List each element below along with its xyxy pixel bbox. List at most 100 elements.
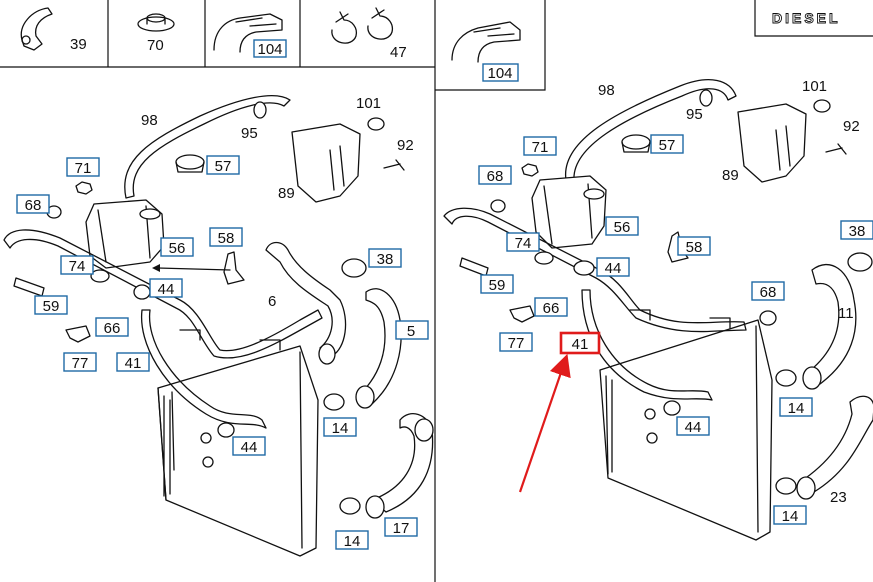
callout-right-89: 89 [722, 167, 739, 184]
svg-text:14: 14 [788, 400, 805, 417]
clip-77-right [509, 305, 535, 323]
callout-left-101: 101 [356, 95, 381, 112]
hose-6 [265, 241, 347, 357]
callout-right-11: 11 [838, 305, 854, 322]
callout-right-23: 23 [830, 489, 847, 506]
callout-left-14b[interactable]: 14 [335, 530, 369, 550]
reservoir-89-right [737, 103, 807, 183]
svg-text:68: 68 [487, 168, 504, 185]
callout-left-92: 92 [397, 137, 414, 154]
svg-text:57: 57 [215, 158, 232, 175]
callout-right-74[interactable]: 74 [506, 232, 540, 252]
svg-text:56: 56 [614, 219, 631, 236]
svg-text:38: 38 [377, 251, 394, 268]
thumbnail-box-104-right [482, 63, 519, 82]
callout-left-44b[interactable]: 44 [232, 436, 266, 456]
svg-text:14: 14 [344, 533, 361, 550]
callout-left-66[interactable]: 66 [95, 317, 129, 337]
callout-left-5[interactable]: 5 [395, 320, 429, 340]
callout-left-56[interactable]: 56 [160, 237, 194, 257]
svg-text:44: 44 [158, 281, 175, 298]
bolt-92 [383, 159, 405, 171]
nut-71 [75, 181, 93, 195]
svg-text:66: 66 [104, 320, 121, 337]
svg-text:44: 44 [605, 260, 622, 277]
thumbnail-clamps-47: 47 [331, 7, 407, 61]
callout-left-57[interactable]: 57 [206, 155, 240, 175]
clip-77 [65, 325, 91, 343]
expansion-tank-56-right [531, 175, 607, 249]
cap-57 [175, 154, 205, 170]
svg-text:38: 38 [849, 223, 866, 240]
hose-23 [799, 395, 873, 493]
callout-right-98: 98 [598, 82, 615, 99]
svg-text:77: 77 [508, 335, 525, 352]
callout-left-41[interactable]: 41 [116, 352, 150, 372]
callout-left-77[interactable]: 77 [63, 352, 97, 372]
callout-right-95: 95 [686, 106, 703, 123]
callout-right-14a[interactable]: 14 [779, 397, 813, 417]
callout-left-38[interactable]: 38 [368, 248, 402, 268]
svg-text:14: 14 [332, 420, 349, 437]
svg-text:14: 14 [782, 508, 799, 525]
svg-text:57: 57 [659, 137, 676, 154]
svg-text:59: 59 [43, 298, 60, 315]
callout-right-56[interactable]: 56 [605, 216, 639, 236]
highlight-arrow [518, 353, 571, 493]
callout-right-57[interactable]: 57 [650, 134, 684, 154]
callout-right-68a[interactable]: 68 [478, 165, 512, 185]
callout-right-44b[interactable]: 44 [676, 416, 710, 436]
callout-right-41-highlighted[interactable]: 41 [559, 331, 601, 355]
svg-text:74: 74 [515, 235, 532, 252]
thumbnail-label-104-right: 104 [487, 65, 512, 82]
thumbnail-box-104 [253, 39, 287, 58]
svg-text:66: 66 [543, 300, 560, 317]
callout-right-66[interactable]: 66 [534, 297, 568, 317]
callout-left-44a[interactable]: 44 [149, 278, 183, 298]
callout-right-58[interactable]: 58 [677, 236, 711, 256]
left-callouts: 98 95 101 92 89 71 57 68 56 58 38 74 44 … [16, 95, 429, 550]
callout-left-68[interactable]: 68 [16, 194, 50, 214]
callout-left-58[interactable]: 58 [209, 227, 243, 247]
overflow-hose-98 [124, 94, 291, 199]
svg-text:59: 59 [489, 277, 506, 294]
callout-left-98: 98 [141, 112, 158, 129]
callout-left-17[interactable]: 17 [384, 517, 418, 537]
callout-left-59[interactable]: 59 [34, 295, 68, 315]
sensor-58-right [667, 231, 689, 263]
svg-text:68: 68 [25, 197, 42, 214]
left-diagram-artwork [3, 94, 434, 557]
callout-right-38[interactable]: 38 [840, 220, 873, 240]
pipe-41 [3, 229, 323, 359]
svg-text:44: 44 [241, 439, 258, 456]
diesel-badge: DIESEL [772, 10, 841, 26]
callout-left-6: 6 [268, 293, 276, 310]
svg-text:17: 17 [393, 520, 410, 537]
thumbnail-bracket-104: 104 [213, 13, 287, 58]
callout-left-14a[interactable]: 14 [323, 417, 357, 437]
callout-right-68b[interactable]: 68 [751, 281, 785, 301]
thumbnail-clip-39: 39 [20, 7, 87, 53]
callout-left-89: 89 [278, 185, 295, 202]
callout-right-71[interactable]: 71 [523, 136, 557, 156]
nut-71-right [521, 163, 539, 177]
hose-59-right [459, 257, 489, 277]
hose-11 [805, 264, 857, 385]
callout-left-71[interactable]: 71 [66, 157, 100, 177]
callout-right-59[interactable]: 59 [480, 274, 514, 294]
overflow-hose-98-right [565, 79, 737, 181]
svg-text:44: 44 [685, 419, 702, 436]
svg-text:71: 71 [75, 160, 92, 177]
callout-left-74[interactable]: 74 [60, 255, 94, 275]
callout-right-77[interactable]: 77 [499, 332, 533, 352]
svg-text:41: 41 [125, 355, 142, 372]
callout-right-14b[interactable]: 14 [773, 505, 807, 525]
svg-text:71: 71 [532, 139, 549, 156]
hose-59 [13, 277, 45, 297]
svg-text:77: 77 [72, 355, 89, 372]
callout-right-44a[interactable]: 44 [596, 257, 630, 277]
thumbnail-label-39: 39 [70, 36, 87, 53]
right-callouts: 98 95 101 92 89 71 57 68 56 74 58 44 38 … [478, 78, 873, 525]
